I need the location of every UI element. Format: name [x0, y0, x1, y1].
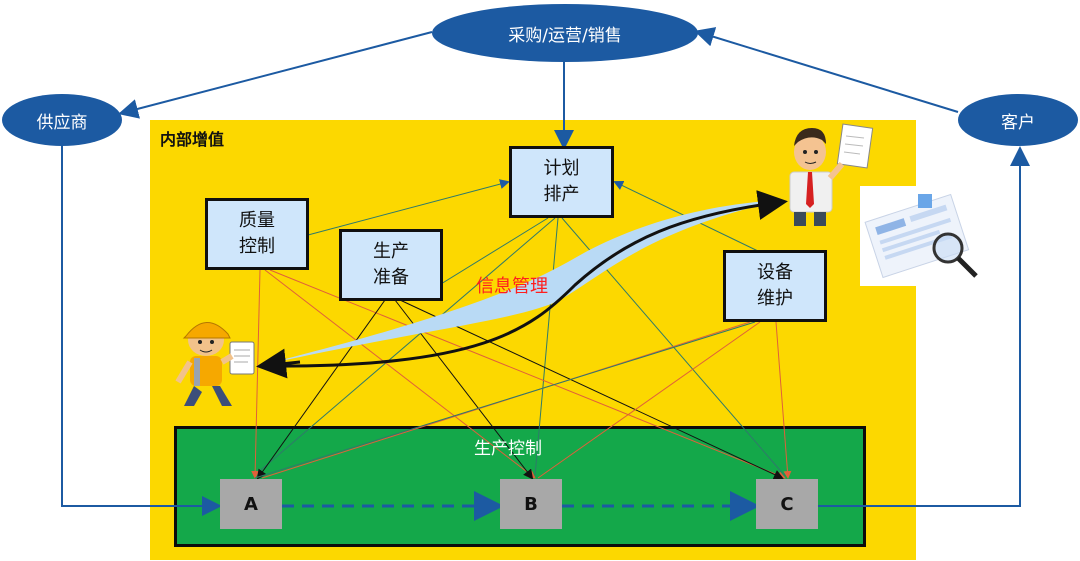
report-papers-magnifier-icon: [860, 186, 986, 286]
prep-line-1: 生产: [373, 241, 409, 262]
process-node-c[interactable]: C: [756, 479, 818, 529]
prep-line-2: 准备: [373, 267, 409, 288]
outer-flow-lines: [61, 27, 1030, 516]
quality-line-2: 控制: [239, 236, 275, 257]
customer-ellipse[interactable]: 客户: [958, 94, 1078, 146]
planning-scheduling-box[interactable]: 计划排产: [509, 146, 614, 218]
manager-with-document-icon: [789, 123, 874, 226]
c-to-customer-arrow: [818, 146, 1030, 507]
process-node-b[interactable]: B: [500, 479, 562, 529]
supplier-label: 供应商: [36, 112, 88, 133]
equipment-maintenance-box[interactable]: 设备维护: [723, 250, 827, 322]
purchase-operation-sales-ellipse[interactable]: 采购/运营/销售: [432, 4, 698, 62]
production-prep-box[interactable]: 生产准备: [339, 229, 443, 301]
top-ellipse-label: 采购/运营/销售: [508, 25, 622, 46]
plan-line-1: 计划: [543, 158, 580, 179]
supplier-to-a-arrow: [61, 143, 222, 516]
info-management-label: 信息管理: [476, 276, 548, 297]
customer-to-top-arrow: [694, 27, 959, 113]
worker-with-hardhat-icon: [175, 322, 255, 406]
production-control-label: 生产控制: [474, 439, 542, 459]
inner-area-title: 内部增值: [160, 130, 225, 149]
info-flow-arrow: [261, 190, 788, 368]
equip-line-1: 设备: [757, 262, 793, 283]
supplier-ellipse[interactable]: 供应商: [2, 94, 122, 146]
quality-line-1: 质量: [239, 210, 275, 231]
process-node-a[interactable]: A: [220, 479, 282, 529]
plan-line-2: 排产: [543, 184, 580, 205]
info-management-shape: [258, 200, 782, 366]
quality-control-box[interactable]: 质量控制: [205, 198, 309, 270]
top-to-supplier-arrow: [118, 31, 433, 119]
customer-label: 客户: [1001, 112, 1035, 133]
equip-line-2: 维护: [757, 288, 793, 309]
